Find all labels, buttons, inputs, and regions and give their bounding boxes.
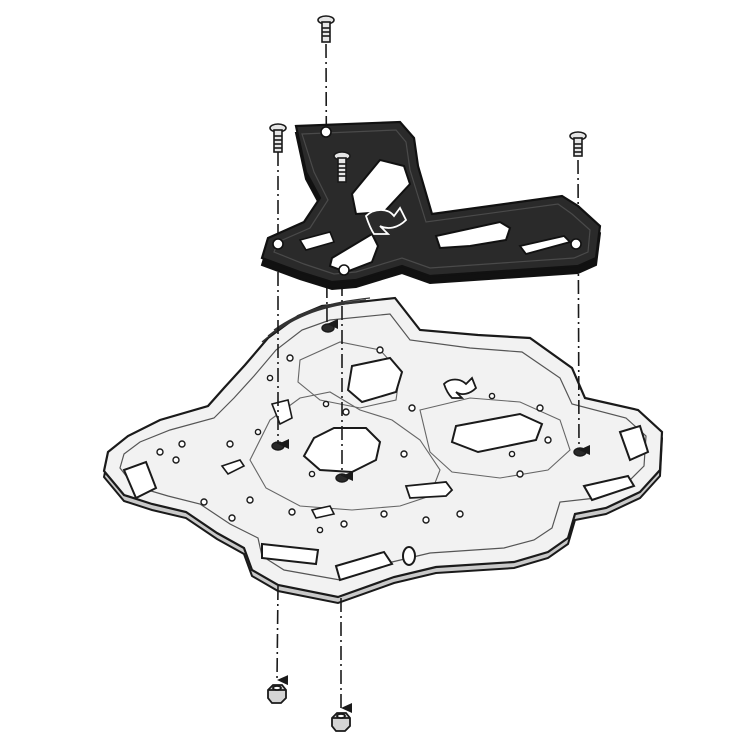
assembly-line bbox=[276, 585, 289, 686]
adapter-cutout bbox=[350, 158, 412, 216]
rack-plate-rib bbox=[297, 341, 401, 409]
adapter-holes bbox=[272, 126, 582, 276]
rack-handle-slot bbox=[122, 460, 158, 500]
assembly-line bbox=[577, 159, 591, 455]
screw bbox=[333, 151, 351, 183]
adapter-plate bbox=[260, 120, 602, 291]
adapter-logo-icon bbox=[364, 206, 408, 235]
adapter-plate-bevel bbox=[273, 129, 591, 275]
rack-plate-rib bbox=[419, 397, 571, 479]
rack-plate bbox=[102, 296, 664, 605]
nut-group bbox=[267, 684, 351, 732]
rack-handle-slot bbox=[582, 474, 636, 502]
screw bbox=[269, 123, 287, 153]
rack-holes bbox=[156, 346, 552, 534]
rack-cutout bbox=[404, 481, 454, 499]
adapter-plate-body bbox=[260, 120, 602, 284]
rack-handle-slot bbox=[618, 424, 650, 462]
rack-cutout bbox=[310, 505, 336, 519]
adapter-cutout bbox=[298, 231, 336, 251]
adapter-cutout bbox=[434, 220, 512, 250]
rack-plate-ridge bbox=[261, 297, 371, 343]
hex-nut bbox=[331, 712, 351, 732]
screw bbox=[317, 15, 335, 43]
rack-cutout bbox=[346, 356, 404, 404]
rack-handle-slot bbox=[261, 542, 320, 566]
rack-logo-icon bbox=[442, 376, 478, 399]
rack-cutout bbox=[220, 459, 246, 476]
rack-plate-body bbox=[102, 296, 664, 599]
rack-handle-slot bbox=[334, 550, 394, 582]
screw bbox=[569, 131, 587, 157]
rack-cutout bbox=[450, 412, 544, 454]
adapter-cutout bbox=[328, 232, 380, 274]
screw-group bbox=[269, 15, 587, 183]
hex-nut bbox=[267, 684, 287, 704]
rack-handle-slot bbox=[402, 546, 416, 566]
adapter-cutout bbox=[518, 235, 572, 256]
